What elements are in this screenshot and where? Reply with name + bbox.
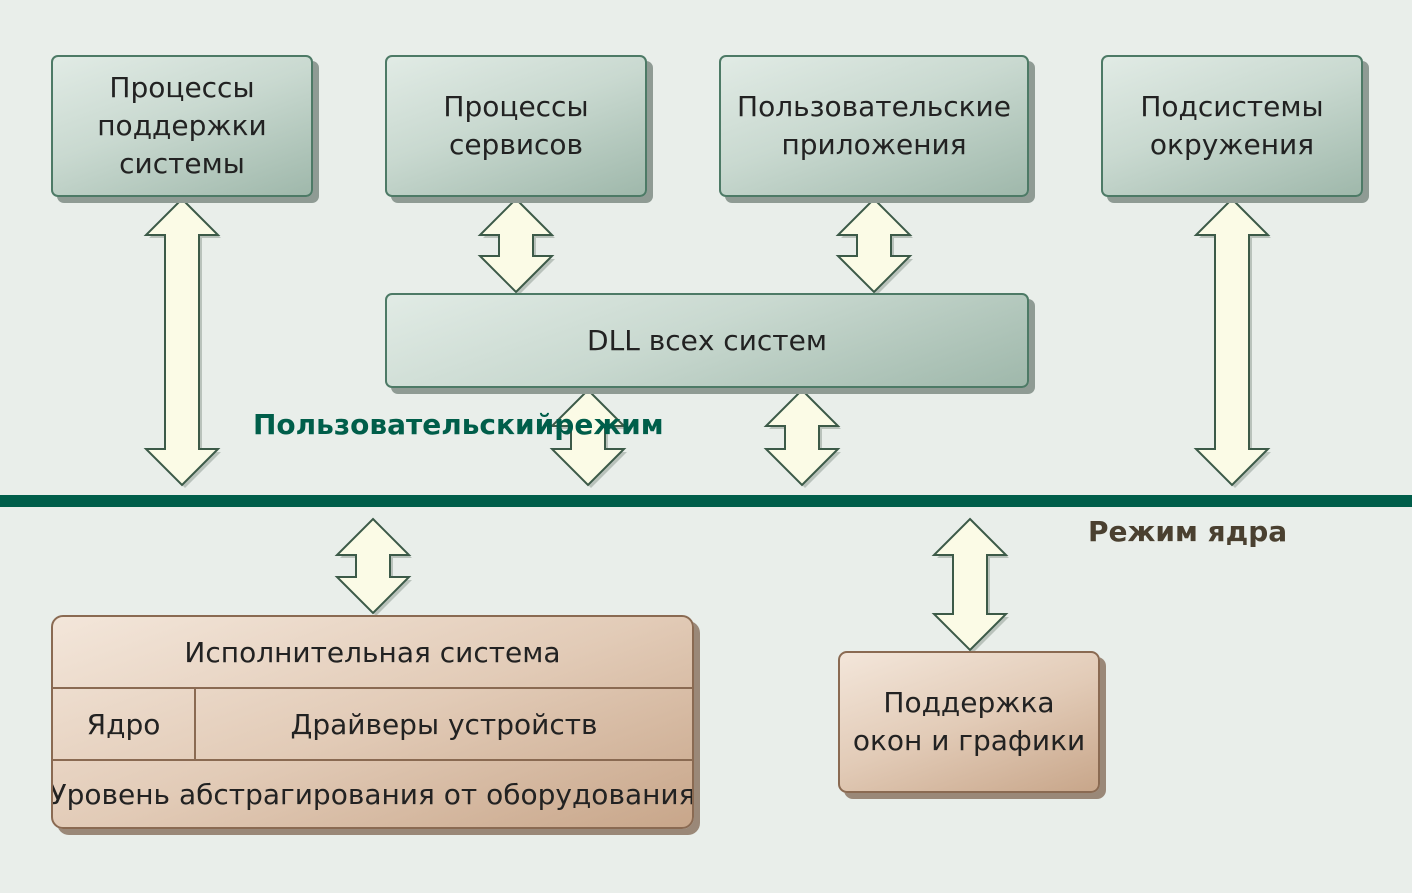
kernel-mode-label: Режим ядра	[1088, 513, 1287, 551]
bidirectional-arrow-user_applications-system_dlls	[835, 197, 913, 294]
kernel-drivers-separator	[194, 689, 196, 759]
support-processes-box: Процессы поддержки системы	[51, 55, 313, 197]
bidirectional-arrow-user_space-windowing_graphics	[931, 517, 1009, 652]
kernel-cell: Ядро	[53, 689, 194, 759]
hal-row: Уровень абстрагирования от оборудования	[53, 761, 692, 827]
system-dlls-box: DLL всех систем	[385, 293, 1029, 388]
box-text-line: окон и графики	[852, 724, 1086, 757]
box-text-line: системы	[119, 147, 245, 180]
box-text-line: режим	[554, 408, 664, 441]
executive-block: Исполнительная система Ядро Драйверы уст…	[51, 615, 694, 829]
kernel-label: Ядро	[86, 707, 161, 741]
bidirectional-arrow-system_dlls-kernel_space	[763, 388, 841, 487]
bidirectional-arrow-user_space-executive	[334, 517, 412, 615]
windowing-graphics-box: Поддержка окон и графики	[838, 651, 1100, 793]
executive-label: Исполнительная система	[184, 636, 561, 669]
box-text-line: Поддержка	[883, 686, 1055, 719]
box-text-line: поддержки	[97, 109, 267, 142]
service-processes-box: Процессы сервисов	[385, 55, 647, 197]
device-drivers-cell: Драйверы устройств	[196, 689, 692, 759]
bidirectional-arrow-system_dlls-kernel_space	[549, 388, 627, 487]
box-text-line: DLL всех систем	[587, 323, 827, 357]
kernel-mode-label-text: Режим ядра	[1088, 515, 1288, 548]
bidirectional-arrow-service_processes-system_dlls	[477, 197, 555, 294]
executive-row: Исполнительная система	[53, 617, 692, 688]
user-applications-box: Пользовательские приложения	[719, 55, 1029, 197]
box-text-line: Процессы	[443, 90, 589, 123]
user-mode-label: Пользовательскийрежим	[253, 406, 664, 444]
executive-separator-top	[53, 687, 692, 689]
box-text-line: Подсистемы	[1140, 90, 1324, 123]
bidirectional-arrow-environment_subsystems-kernel_space	[1193, 197, 1271, 487]
box-text-line: приложения	[781, 128, 967, 161]
box-text-line: Процессы	[109, 71, 255, 104]
box-text-line: Пользовательские	[737, 90, 1011, 123]
hal-label: Уровень абстрагирования от оборудования	[51, 777, 694, 811]
environment-subsystems-box: Подсистемы окружения	[1101, 55, 1363, 197]
box-text-line: сервисов	[448, 128, 584, 161]
mode-divider-line	[0, 495, 1412, 507]
box-text-line: окружения	[1149, 128, 1315, 161]
device-drivers-label: Драйверы устройств	[290, 707, 598, 741]
executive-separator-bottom	[53, 759, 692, 761]
box-text-line: Пользовательский	[253, 408, 555, 441]
bidirectional-arrow-support_processes-kernel_space	[143, 197, 221, 487]
